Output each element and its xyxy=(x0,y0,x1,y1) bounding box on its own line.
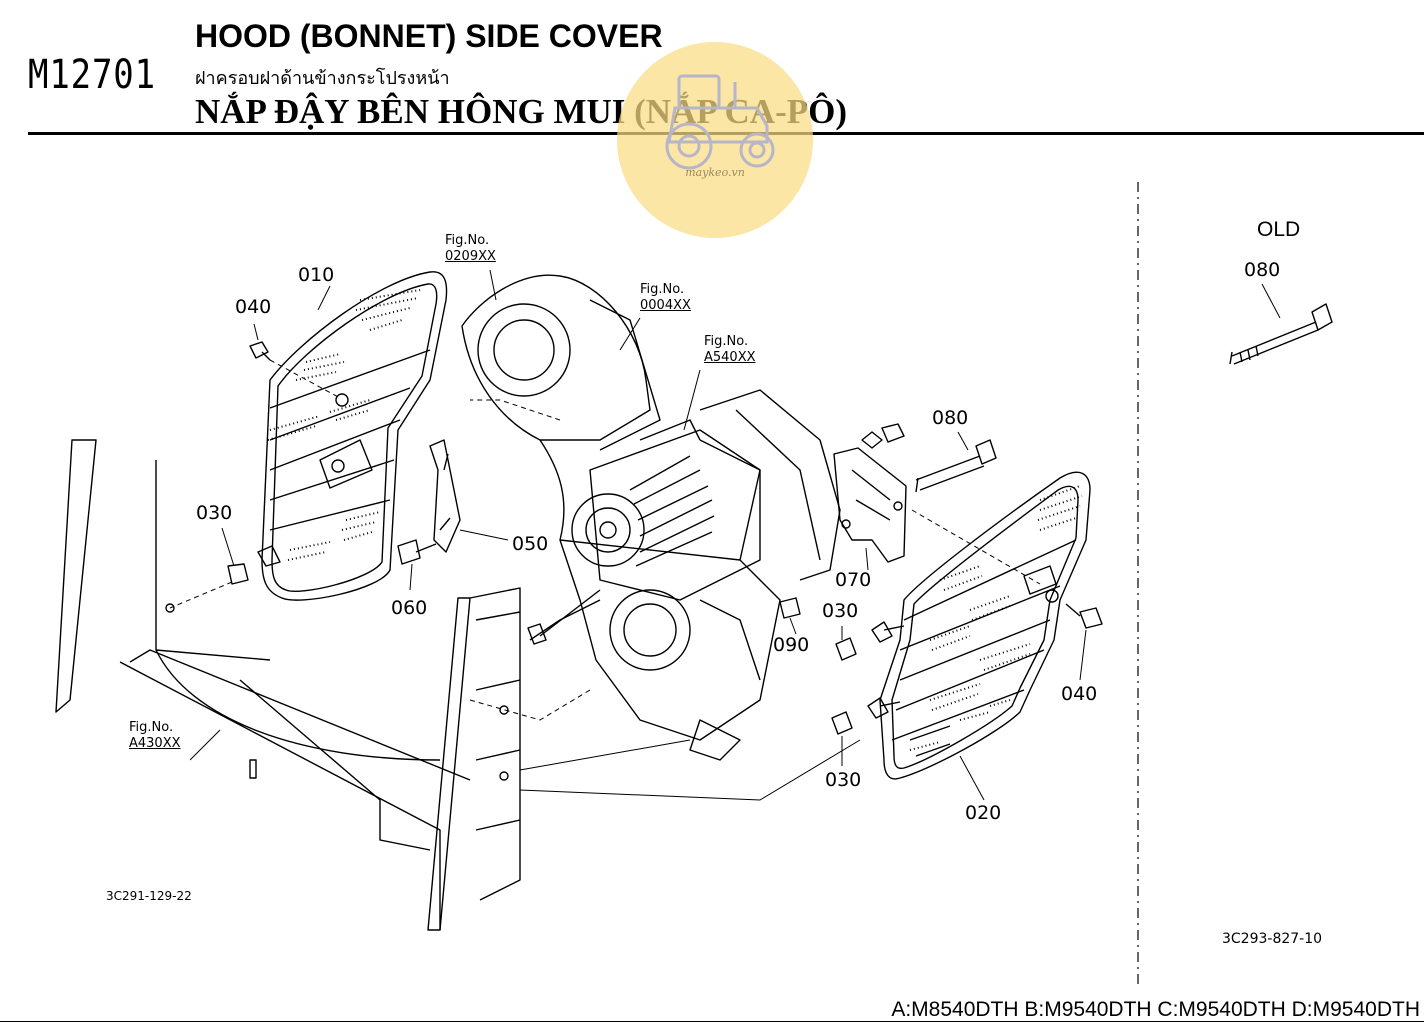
side-cover-010 xyxy=(261,271,448,601)
part-label-080[interactable]: 080 xyxy=(932,407,969,429)
fig-ref-0209xx: Fig.No. 0209XX xyxy=(445,233,496,265)
bolt-040-right xyxy=(1065,603,1103,681)
footer-divider xyxy=(0,1021,1424,1022)
part-label-010[interactable]: 010 xyxy=(298,264,335,286)
model-list: A:M8540DTH B:M9540DTH C:M9540DTH D:M9540… xyxy=(891,998,1420,1021)
part-label-040-left[interactable]: 040 xyxy=(235,296,272,318)
side-cover-020 xyxy=(879,471,1091,780)
watermark-logo xyxy=(617,42,813,238)
bolt-080 xyxy=(911,431,1041,585)
title-thai: ฝาครอบฝาด้านข้างกระโปรงหน้า xyxy=(195,68,450,89)
fig-ref-a540xx: Fig.No. A540XX xyxy=(704,334,756,366)
part-label-030-mid[interactable]: 030 xyxy=(822,600,859,622)
fig-ref-label: Fig.No. xyxy=(445,233,490,248)
fig-ref-a430xx: Fig.No. A430XX xyxy=(129,720,181,752)
part-label-040-right[interactable]: 040 xyxy=(1061,683,1098,705)
stud-030-right xyxy=(831,621,905,766)
fig-ref-number: A540XX xyxy=(704,350,756,365)
tractor-icon xyxy=(665,74,775,170)
nut-090 xyxy=(779,597,801,635)
catalog-code: M12701 xyxy=(28,52,156,98)
old-part-label-080[interactable]: 080 xyxy=(1244,259,1281,281)
engine-block xyxy=(461,274,861,801)
hood-frame xyxy=(55,439,521,931)
part-label-070[interactable]: 070 xyxy=(835,569,872,591)
drawing-ref-left: 3C291-129-22 xyxy=(106,889,192,903)
fig-ref-number: 0004XX xyxy=(640,298,691,313)
fig-ref-label: Fig.No. xyxy=(640,282,685,297)
alternator xyxy=(571,419,761,601)
fig-ref-number: 0209XX xyxy=(445,249,496,264)
part-label-020[interactable]: 020 xyxy=(965,802,1002,824)
bracket-050 xyxy=(397,439,509,591)
fig-ref-label: Fig.No. xyxy=(129,720,174,735)
bracket-070 xyxy=(833,423,907,571)
fig-ref-number: A430XX xyxy=(129,736,181,751)
drawing-ref-right: 3C293-827-10 xyxy=(1222,931,1323,947)
part-label-050[interactable]: 050 xyxy=(512,533,549,555)
watermark-text: maykeo.vn xyxy=(685,166,745,179)
part-label-030-left[interactable]: 030 xyxy=(196,502,233,524)
part-label-030-low[interactable]: 030 xyxy=(825,769,862,791)
nut-030-left xyxy=(169,527,281,609)
fig-ref-label: Fig.No. xyxy=(704,334,749,349)
fig-ref-0004xx: Fig.No. 0004XX xyxy=(640,282,691,314)
bolt-040-left xyxy=(249,323,341,399)
part-label-090[interactable]: 090 xyxy=(773,634,810,656)
part-label-060[interactable]: 060 xyxy=(391,597,428,619)
old-section-title: OLD xyxy=(1257,218,1301,241)
title-english: HOOD (BONNET) SIDE COVER xyxy=(195,18,663,54)
old-bolt-080 xyxy=(1229,283,1333,365)
